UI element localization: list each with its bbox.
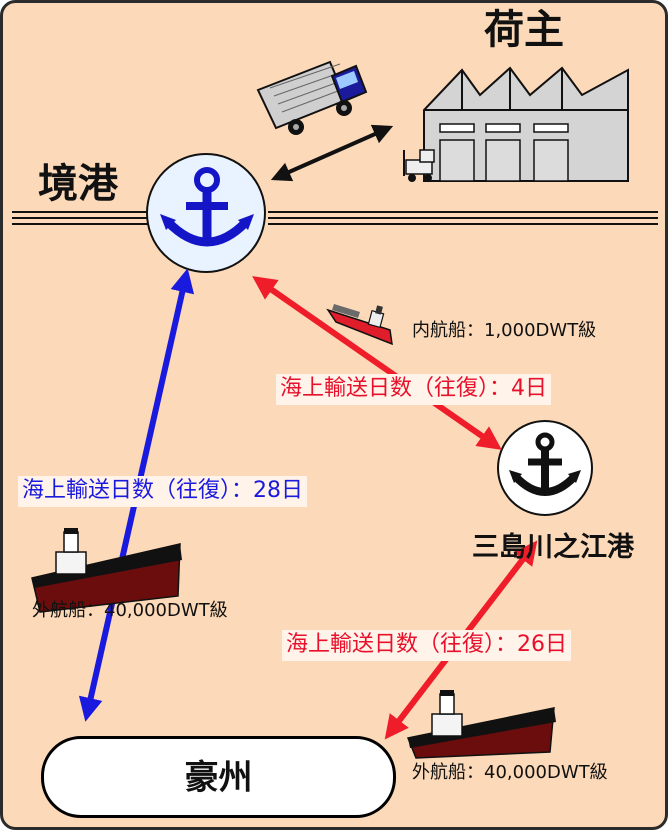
truck-icon — [256, 60, 368, 135]
route-arrow-domestic — [252, 276, 502, 450]
domestic-ship-spec: 内航船：1,000DWT級 — [412, 320, 597, 341]
foreign-ship-right-spec: 外航船：40,000DWT級 — [412, 762, 608, 783]
gosyu-label: 豪州 — [184, 758, 253, 798]
foreign-days-right-label: 海上輸送日数（往復）：26日 — [282, 630, 571, 661]
domestic-days-label: 海上輸送日数（往復）：4日 — [276, 374, 551, 405]
road-link-arrow — [270, 124, 394, 182]
shipper-label: 荷主 — [484, 7, 564, 53]
anchor-icon — [146, 153, 266, 273]
factory-icon — [423, 66, 629, 182]
foreign-days-left-label: 海上輸送日数（往復）：28日 — [18, 476, 307, 507]
mishima-label: 三島川之江港 — [472, 532, 634, 563]
gosyu-box: 豪州 — [41, 736, 396, 818]
forklift-icon — [403, 149, 435, 182]
ship-icon — [326, 304, 393, 346]
sakaiminato-label: 境港 — [38, 161, 118, 207]
ship-icon — [406, 690, 556, 759]
ship-icon — [31, 528, 182, 613]
anchor-icon — [497, 420, 593, 516]
coastline — [12, 211, 658, 225]
foreign-ship-left-spec: 外航船：40,000DWT級 — [32, 600, 228, 621]
